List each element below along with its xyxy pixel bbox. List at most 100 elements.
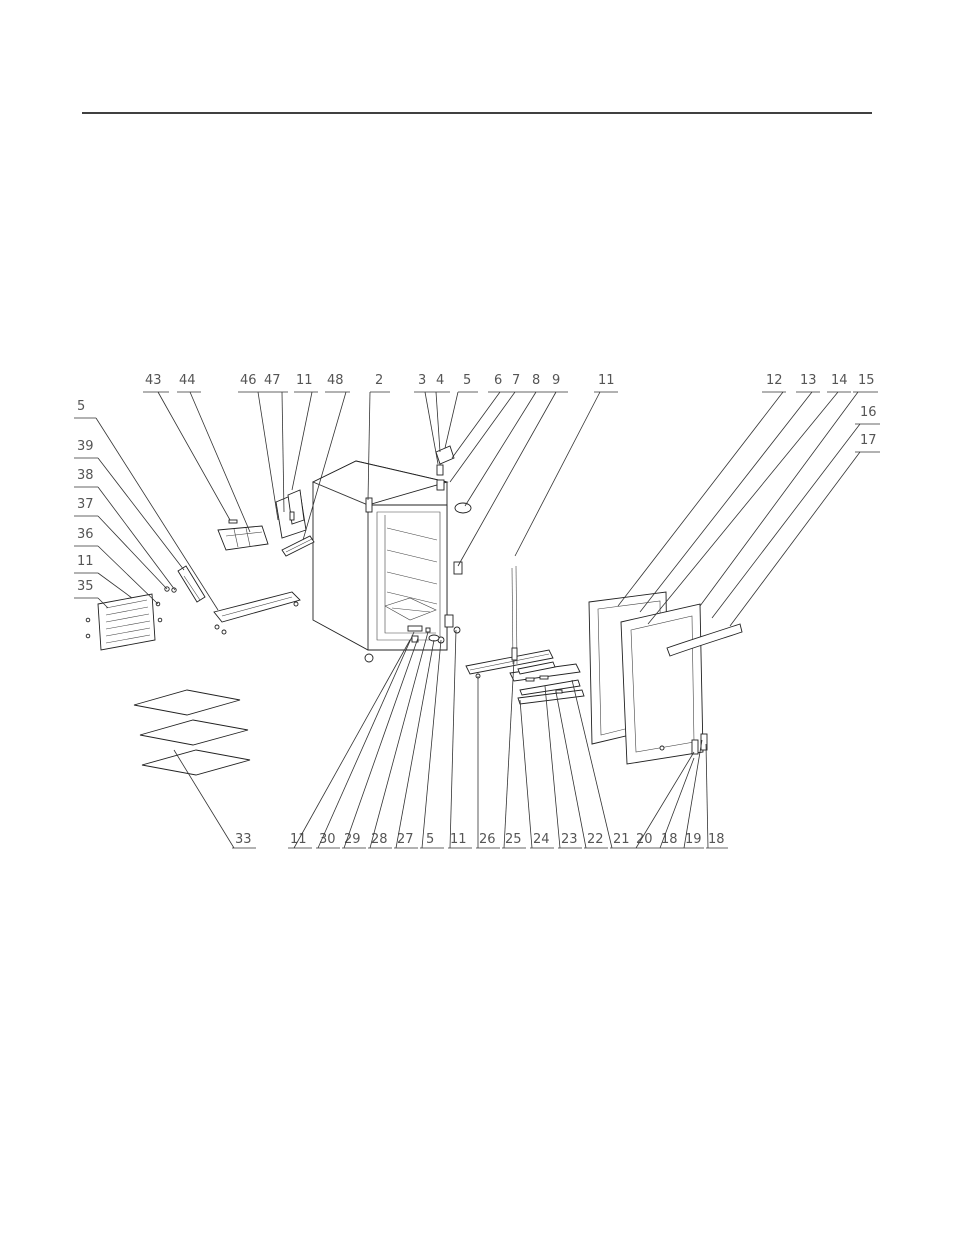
- callout-bottom-18b: 18: [705, 743, 728, 849]
- callout-label: 17: [860, 433, 877, 448]
- callout-bottom-20: 20: [634, 751, 695, 849]
- callout-bottom-26: 26: [476, 676, 500, 849]
- callout-top-11b: 11: [514, 373, 618, 557]
- callout-left-11: 11: [74, 554, 133, 599]
- callout-label: 9: [552, 373, 560, 388]
- callout-label: 13: [800, 373, 817, 388]
- callout-bottom-23: 23: [544, 685, 582, 849]
- callout-label: 24: [533, 832, 550, 847]
- callout-bottom-11b: 11: [448, 629, 472, 849]
- callout-label: 7: [512, 373, 520, 388]
- callout-top-2: 2: [367, 373, 390, 501]
- callout-top-44: 44: [177, 373, 251, 533]
- callout-label: 26: [479, 832, 496, 847]
- callout-top-46: 46: [238, 373, 279, 521]
- callout-label: 33: [235, 832, 252, 847]
- callout-right-16: 16: [711, 405, 880, 619]
- callout-bottom-19: 19: [682, 739, 704, 849]
- callout-right-17: 17: [729, 433, 880, 627]
- callout-top-12: 12: [617, 373, 786, 607]
- callout-bottom-25: 25: [502, 659, 526, 849]
- glass-shelves: [133, 689, 251, 776]
- callout-label: 11: [77, 554, 94, 569]
- callout-top-13: 13: [639, 373, 820, 613]
- callout-label: 44: [179, 373, 196, 388]
- callout-top-5: 5: [444, 373, 478, 449]
- callout-label: 38: [77, 468, 94, 483]
- callout-top-9: 9: [457, 373, 568, 567]
- callout-left-38: 38: [74, 468, 176, 591]
- callout-label: 15: [858, 373, 875, 388]
- callout-label: 18: [661, 832, 678, 847]
- callout-label: 21: [613, 832, 630, 847]
- callout-bottom-29: 29: [342, 637, 419, 849]
- top-hinge-parts: [435, 445, 472, 575]
- callout-label: 43: [145, 373, 162, 388]
- callout-label: 18: [708, 832, 725, 847]
- callout-label: 23: [561, 832, 578, 847]
- callout-top-14: 14: [647, 373, 851, 625]
- callouts: 43 44 46 47 11 48 2: [74, 373, 880, 849]
- callout-left-5: 5: [74, 399, 219, 611]
- thermostat: [177, 565, 206, 603]
- callout-label: 11: [450, 832, 467, 847]
- callout-left-39: 39: [74, 439, 185, 571]
- callout-top-11: 11: [291, 373, 318, 491]
- callout-label: 12: [766, 373, 783, 388]
- callout-label: 25: [505, 832, 522, 847]
- callout-top-8: 8: [464, 373, 546, 507]
- callout-label: 11: [296, 373, 313, 388]
- callout-label: 11: [290, 832, 307, 847]
- callout-bottom-21: 21: [571, 679, 634, 849]
- callout-label: 46: [240, 373, 257, 388]
- callout-bottom-22: 22: [555, 691, 608, 849]
- callout-label: 8: [532, 373, 540, 388]
- callout-label: 3: [418, 373, 426, 388]
- callout-top-43: 43: [143, 373, 231, 521]
- callout-label: 5: [77, 399, 85, 414]
- callout-bottom-11: 11: [288, 639, 411, 849]
- callout-left-35: 35: [74, 579, 109, 609]
- callout-left-36: 36: [74, 527, 159, 605]
- ice-tray: [217, 519, 269, 551]
- callout-bottom-24: 24: [519, 699, 554, 849]
- control-panel: [465, 565, 585, 705]
- callout-top-4: 4: [432, 373, 450, 453]
- callout-label: 14: [831, 373, 848, 388]
- callout-label: 11: [598, 373, 615, 388]
- callout-label: 27: [397, 832, 414, 847]
- callout-bottom-27: 27: [394, 639, 435, 849]
- glass-door: [620, 603, 708, 765]
- callout-label: 5: [426, 832, 434, 847]
- top-rail: [213, 591, 301, 635]
- callout-label: 19: [685, 832, 702, 847]
- callout-bottom-33: 33: [173, 749, 256, 849]
- callout-label: 22: [587, 832, 604, 847]
- callout-top-48: 48: [302, 373, 350, 541]
- callout-top-47: 47: [262, 373, 288, 513]
- callout-label: 48: [327, 373, 344, 388]
- callout-label: 4: [436, 373, 444, 388]
- callout-label: 20: [636, 832, 653, 847]
- callout-bottom-5: 5: [420, 639, 444, 849]
- callout-label: 37: [77, 497, 94, 512]
- evaporator: [85, 586, 177, 651]
- callout-bottom-28: 28: [368, 631, 429, 849]
- callout-label: 36: [77, 527, 94, 542]
- callout-top-3: 3: [414, 373, 439, 465]
- callout-label: 39: [77, 439, 94, 454]
- callout-top-6: 6: [451, 373, 508, 459]
- callout-label: 6: [494, 373, 502, 388]
- callout-label: 47: [264, 373, 281, 388]
- cabinet: [311, 460, 461, 663]
- callout-label: 2: [375, 373, 383, 388]
- callout-bottom-18: 18: [658, 757, 695, 849]
- callout-label: 16: [860, 405, 877, 420]
- door-handle: [666, 623, 743, 657]
- callout-label: 5: [463, 373, 471, 388]
- callout-bottom-30: 30: [316, 631, 415, 849]
- callout-top-7: 7: [449, 373, 528, 483]
- callout-label: 29: [344, 832, 361, 847]
- callout-left-37: 37: [74, 497, 168, 590]
